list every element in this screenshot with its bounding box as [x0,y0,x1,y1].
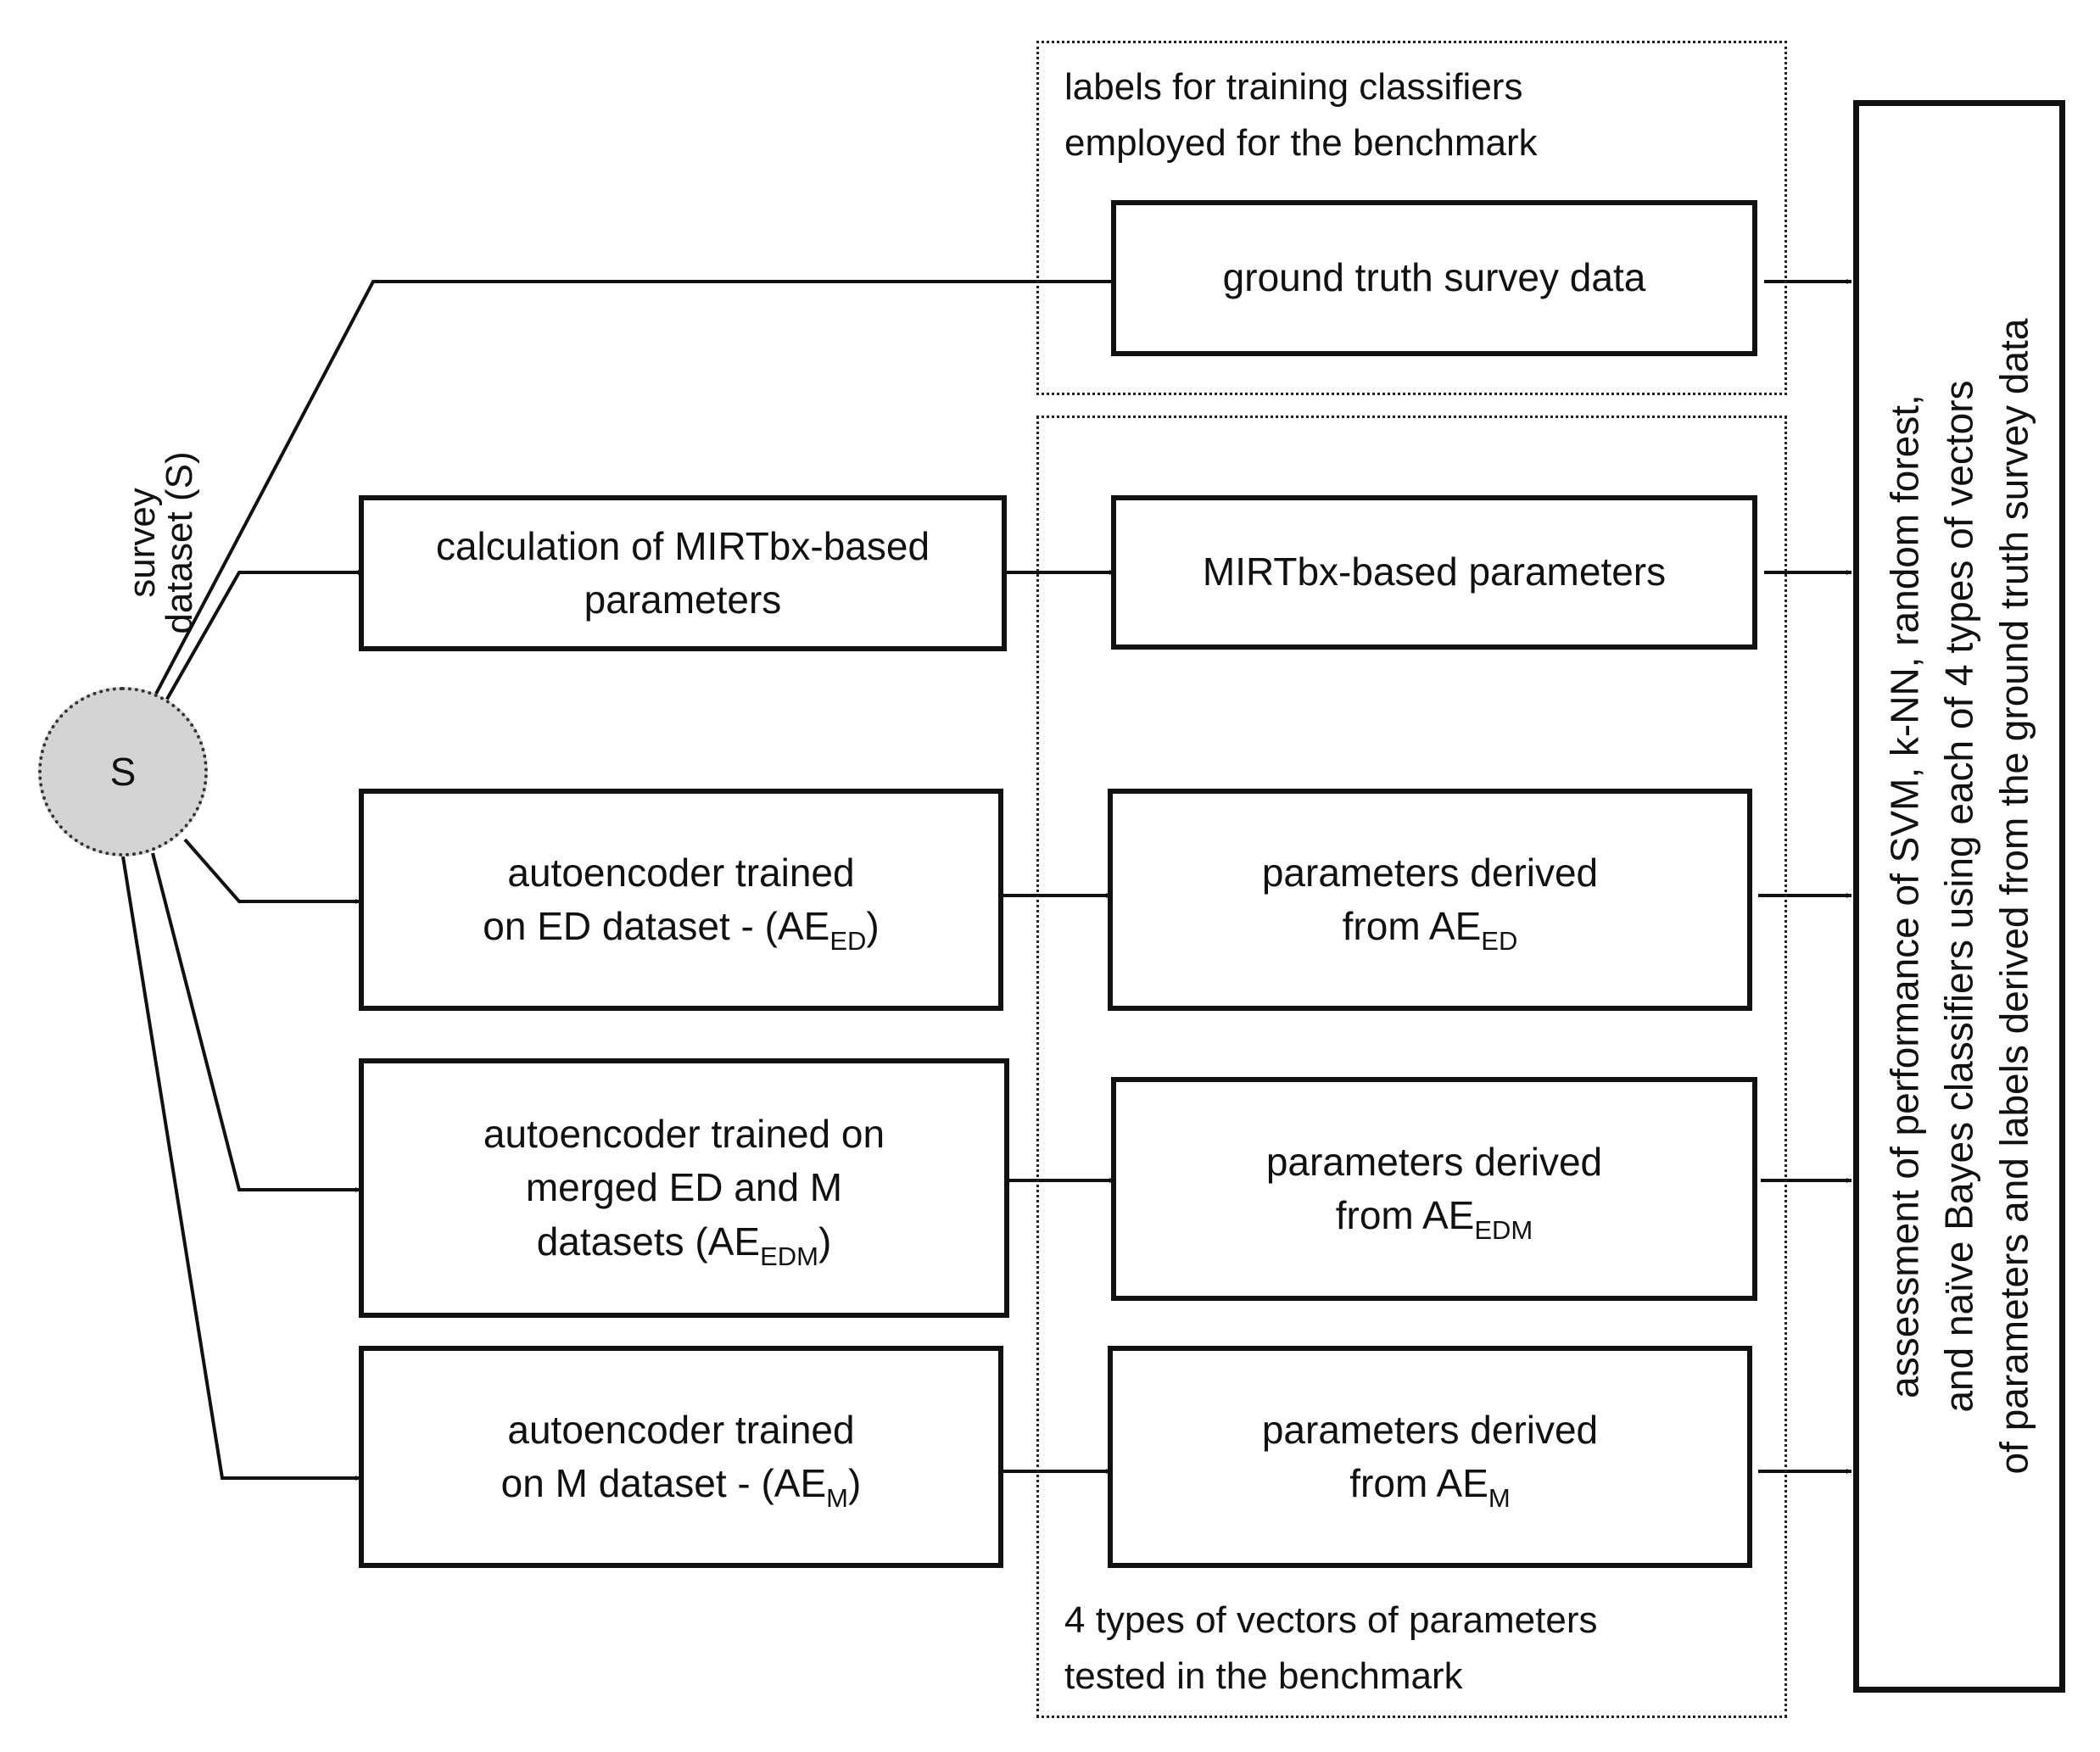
connector-source-to-mirtbx-calc [165,570,363,701]
params-m-line-2: from AE [1349,1461,1488,1505]
params-m-box: parameters derived from AEM [1108,1346,1752,1568]
survey-dataset-symbol: S [109,750,137,794]
mirtbx-calc-line-1: calculation of MIRTbx-based [435,523,930,568]
mirtbx-calc-box: calculation of MIRTbx-based parameters [359,495,1007,651]
params-edm-subscript: EDM [1474,1215,1533,1245]
ground-truth-label: ground truth survey data [1222,255,1646,300]
labels-region-caption-line-1: labels for training classifiers [1064,66,1523,108]
mirtbx-params-label: MIRTbx-based parameters [1202,550,1667,594]
ae-edm-line-2: merged ED and M [525,1165,843,1210]
mirtbx-calc-line-2: parameters [584,577,782,622]
ae-ed-line-2: on ED dataset - (AE [483,904,830,948]
params-edm-line-2: from AE [1335,1193,1475,1237]
labels-region-caption: labels for training classifiers employed… [1064,59,1538,171]
labels-region [1036,41,1787,395]
assessment-line-1: assessment of performance of SVM, k-NN, … [1882,394,1927,1398]
params-edm-box: parameters derived from AEEDM [1111,1077,1757,1301]
assessment-box: assessment of performance of SVM, k-NN, … [1853,100,2065,1693]
ae-edm-subscript: EDM [760,1241,818,1271]
parameters-region [1036,416,1787,1718]
labels-region-caption-line-2: employed for the benchmark [1064,122,1538,164]
ae-m-subscript: M [826,1483,848,1513]
ae-ed-subscript: ED [829,926,867,956]
parameters-region-caption-line-1: 4 types of vectors of parameters [1064,1599,1598,1641]
survey-dataset-node: S [38,687,208,856]
assessment-line-2: and naïve Bayes classifiers using each o… [1936,380,1981,1413]
ae-m-suffix: ) [848,1461,862,1505]
ae-edm-line-3: datasets (AE [536,1219,761,1264]
ae-ed-box: autoencoder trained on ED dataset - (AEE… [359,789,1003,1011]
mirtbx-params-box: MIRTbx-based parameters [1111,495,1757,650]
parameters-region-caption-line-2: tested in the benchmark [1064,1655,1463,1697]
ae-edm-box: autoencoder trained on merged ED and M d… [359,1058,1009,1318]
ae-m-line-2: on M dataset - (AE [500,1461,827,1505]
params-ed-line-2: from AE [1342,904,1482,948]
ae-ed-line-1: autoencoder trained [507,850,855,895]
ground-truth-box: ground truth survey data [1111,200,1757,356]
params-ed-subscript: ED [1481,926,1518,956]
survey-dataset-caption-line-1: survey [121,488,163,598]
ae-ed-suffix: ) [866,904,880,948]
ae-edm-line-1: autoencoder trained on [483,1111,885,1156]
connector-source-to-ae-m [121,856,360,1481]
parameters-region-caption: 4 types of vectors of parameters tested … [1064,1593,1598,1705]
ae-m-line-1: autoencoder trained [507,1407,855,1452]
assessment-line-3: of parameters and labels derived from th… [1991,318,2036,1475]
ae-m-box: autoencoder trained on M dataset - (AEM) [359,1346,1003,1568]
survey-dataset-caption-line-2: dataset (S) [159,451,200,634]
params-m-subscript: M [1488,1483,1511,1513]
params-m-line-1: parameters derived [1261,1407,1599,1452]
connector-source-to-ae-edm [151,852,360,1192]
params-edm-line-1: parameters derived [1265,1139,1603,1184]
connector-source-to-ae-ed [183,838,360,904]
ae-edm-suffix: ) [818,1219,832,1264]
connector-source-to-ground-truth [154,279,1120,696]
params-ed-line-1: parameters derived [1261,850,1599,895]
params-ed-box: parameters derived from AEED [1108,789,1752,1011]
